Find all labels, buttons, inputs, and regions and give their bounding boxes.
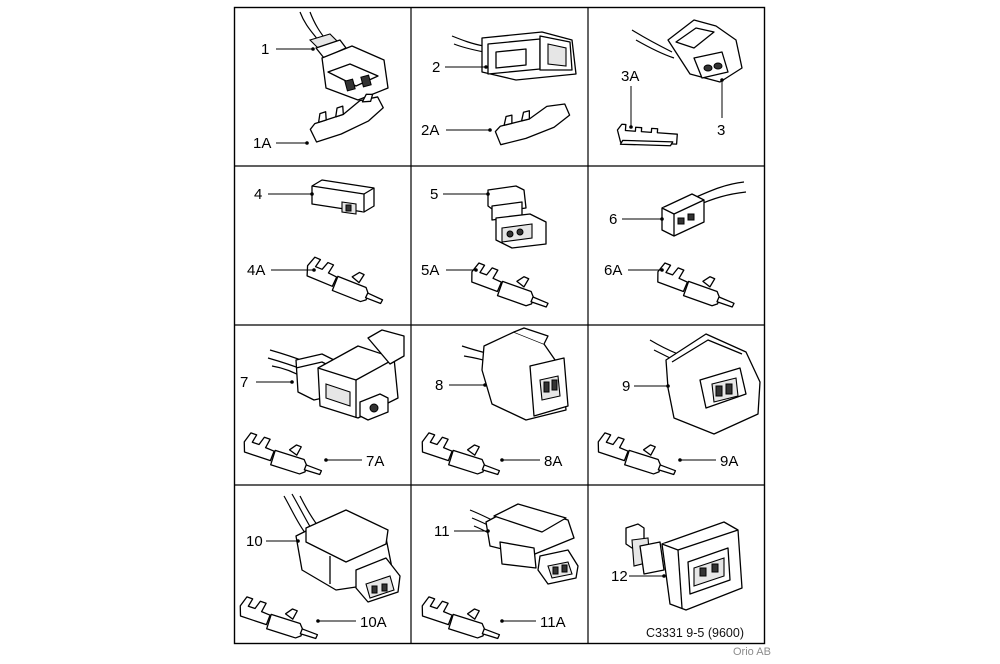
callout-6: 6 (609, 211, 617, 228)
callout-4A: 4A (247, 262, 265, 279)
terminal-10A-drawing (235, 595, 323, 643)
callout-7A: 7A (366, 453, 384, 470)
callout-12: 12 (611, 568, 628, 585)
callout-1: 1 (261, 41, 269, 58)
connector-1-drawing (299, 11, 389, 101)
connector-6-drawing (661, 181, 747, 237)
connector-2-drawing (451, 31, 577, 81)
callout-11A: 11A (540, 614, 566, 631)
credit-text: Orio AB (733, 646, 771, 658)
terminal-8A-drawing (417, 431, 505, 479)
connector-8-drawing (461, 327, 569, 421)
grid-lines (234, 7, 765, 644)
connector-4-drawing (311, 179, 375, 215)
callout-3A: 3A (621, 68, 639, 85)
terminal-9A-drawing (593, 431, 681, 479)
callout-7: 7 (240, 374, 248, 391)
callout-8A: 8A (544, 453, 562, 470)
terminal-7A-drawing (239, 431, 327, 479)
callout-4: 4 (254, 186, 262, 203)
callout-2A: 2A (421, 122, 439, 139)
connector-3-drawing (631, 19, 743, 83)
connector-11-drawing (469, 503, 579, 585)
terminal-2A-drawing (494, 103, 571, 146)
drawing-code: C3331 9-5 (9600) (646, 626, 744, 640)
terminal-5A-drawing (466, 261, 554, 311)
callout-10: 10 (246, 533, 263, 550)
callout-3: 3 (717, 122, 725, 139)
terminal-4A-drawing (301, 255, 390, 308)
callout-8: 8 (435, 377, 443, 394)
callout-2: 2 (432, 59, 440, 76)
connector-9-drawing (649, 333, 761, 435)
callout-10A: 10A (360, 614, 387, 631)
callout-5: 5 (430, 186, 438, 203)
callout-11: 11 (434, 523, 450, 540)
callout-6A: 6A (604, 262, 622, 279)
terminal-11A-drawing (417, 595, 505, 643)
terminal-3A-drawing (616, 123, 678, 147)
callout-9: 9 (622, 378, 630, 395)
connector-7-drawing (267, 329, 405, 421)
terminal-6A-drawing (652, 261, 740, 311)
callout-1A: 1A (253, 135, 271, 152)
terminal-1A-drawing (309, 93, 384, 143)
connector-10-drawing (283, 493, 401, 603)
callout-9A: 9A (720, 453, 738, 470)
callout-5A: 5A (421, 262, 439, 279)
connector-12-drawing (625, 521, 743, 611)
connector-5-drawing (487, 185, 547, 249)
